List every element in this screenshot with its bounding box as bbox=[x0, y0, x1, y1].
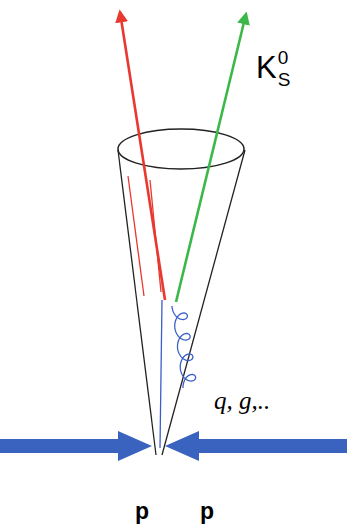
gluon-curl bbox=[172, 306, 196, 388]
green-track-arrow bbox=[176, 14, 246, 302]
particle-track bbox=[128, 176, 144, 296]
gluon-line bbox=[172, 306, 196, 388]
proton-label: p bbox=[135, 500, 149, 523]
parton-line bbox=[160, 300, 162, 448]
red-track-arrow bbox=[120, 12, 165, 300]
parton-label: q, g,.. bbox=[214, 388, 270, 413]
beam-arrow bbox=[0, 431, 152, 461]
particle-symbol: K bbox=[256, 52, 277, 83]
superscript: 0 bbox=[278, 48, 289, 67]
cone-edge bbox=[118, 150, 156, 455]
beam-arrow bbox=[165, 431, 347, 461]
cone-mouth bbox=[118, 129, 244, 169]
proton-label: p bbox=[200, 500, 214, 523]
subscript: S bbox=[278, 70, 291, 89]
